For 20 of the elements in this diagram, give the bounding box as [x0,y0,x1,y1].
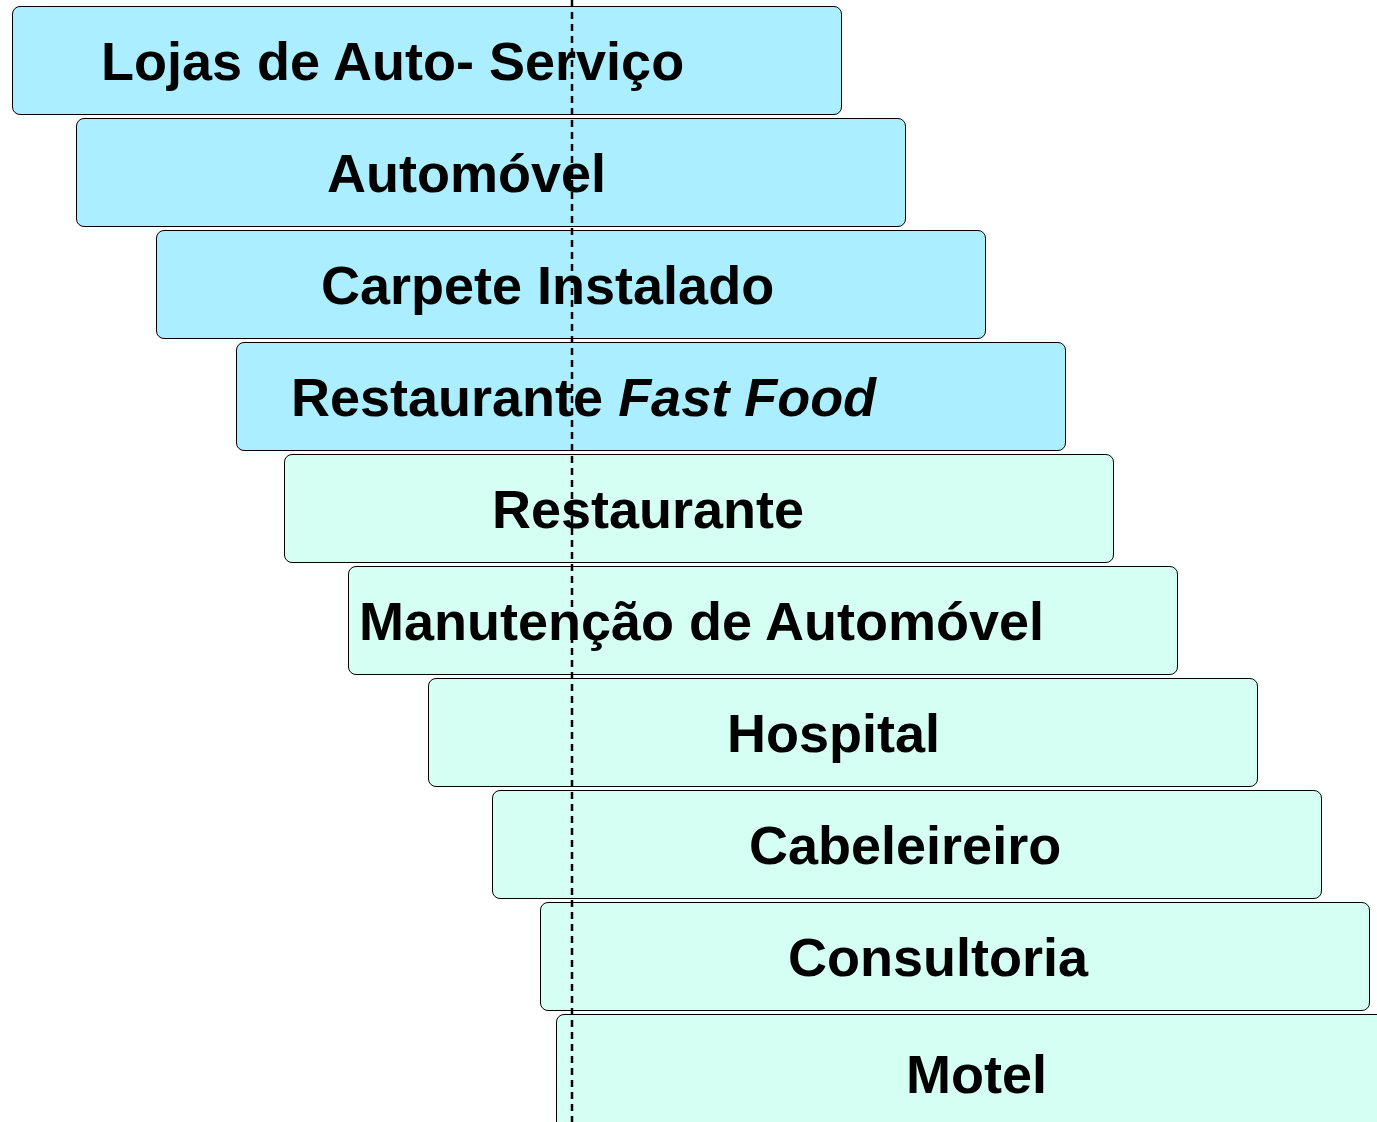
category-box [12,6,842,115]
category-label: Restaurante Fast Food [291,365,877,428]
category-box [284,454,1114,563]
category-label: Lojas de Auto- Serviço [101,29,685,92]
category-label: Hospital [727,701,941,764]
category-box [348,566,1178,675]
category-label: Restaurante [492,477,805,540]
category-box [540,902,1370,1011]
category-label: Motel [906,1043,1047,1105]
category-box [428,678,1258,787]
category-label: Consultoria [788,925,1088,988]
category-label: Carpete Instalado [321,253,775,316]
category-box [556,1014,1377,1122]
category-box [156,230,986,339]
category-box [492,790,1322,899]
category-label: Cabeleireiro [749,813,1062,876]
category-label: Automóvel [327,141,607,204]
category-label: Manutenção de Automóvel [359,589,1045,652]
category-box [236,342,1066,451]
category-box [76,118,906,227]
